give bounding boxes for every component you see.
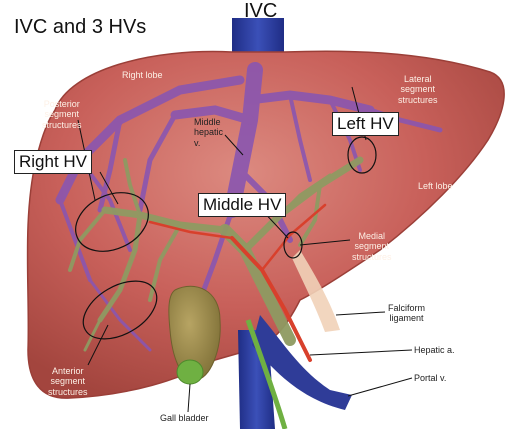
- right-lobe-label: Right lobe: [122, 70, 163, 80]
- lateral-segment-label: Lateral segment structures: [398, 74, 438, 105]
- circle-right-hv: [75, 192, 149, 252]
- hepatic-a-label: Hepatic a.: [414, 345, 455, 355]
- middle-hv-label: Middle HV: [198, 193, 287, 217]
- gall-bladder-label: Gall bladder: [160, 413, 209, 423]
- medial-segment-label: Medial segment structures: [352, 231, 392, 262]
- circle-left-hv: [347, 136, 377, 174]
- diagram-title: IVC and 3 HVs: [14, 16, 147, 38]
- portal-vein-trunk: [252, 315, 352, 410]
- falciform-ligament-shape: [292, 250, 340, 332]
- region-circles: [75, 136, 377, 340]
- right-hv-label: Right HV: [14, 150, 93, 174]
- left-lobe-label: Left lobe: [418, 181, 453, 191]
- circle-anterior: [82, 280, 158, 340]
- middle-hepatic-v-label: Middle hepatic v.: [194, 117, 224, 148]
- portal-v-label: Portal v.: [414, 373, 447, 383]
- bile-duct: [245, 319, 288, 430]
- posterior-segment-label: Posterior segment structures: [42, 99, 82, 130]
- left-hv-label: Left HV: [332, 112, 399, 136]
- ivc-label: IVC: [244, 0, 278, 22]
- falciform-ligament-label: Falciform ligament: [388, 303, 426, 324]
- hepatic-artery: [148, 203, 327, 362]
- anterior-segment-label: Anterior segment structures: [48, 366, 88, 397]
